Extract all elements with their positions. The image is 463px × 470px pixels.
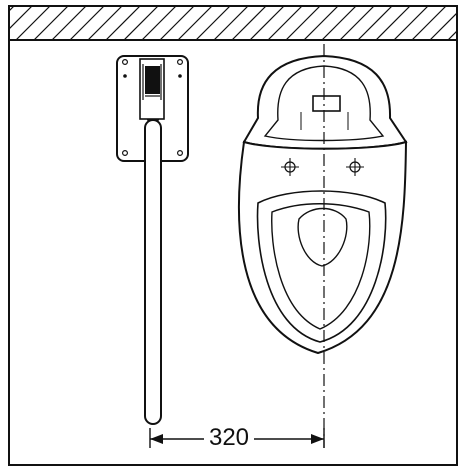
hinge-block (145, 66, 160, 94)
bowl-drain (297, 207, 348, 267)
mount-hole-right (178, 74, 182, 78)
grab-bar (116, 55, 189, 425)
mount-screw-bottom-left (121, 150, 128, 157)
dimension-arrow-right (311, 434, 324, 444)
grab-bar-rail (144, 119, 162, 425)
dimension-line (149, 428, 325, 448)
dimension-arrow-left (150, 434, 163, 444)
mount-screw-bottom-right (177, 150, 184, 157)
wall-frame (8, 5, 458, 466)
wall (8, 5, 458, 466)
fixing-mark-left (281, 158, 299, 176)
fixing-mark-right (346, 158, 364, 176)
mount-screw-top-right (177, 58, 184, 65)
mount-hole-left (123, 74, 127, 78)
flush-button (312, 95, 341, 112)
dimension-label: 320 (204, 424, 254, 452)
toilet (237, 54, 408, 355)
wall-hatching (9, 6, 457, 40)
mount-screw-top-left (121, 58, 128, 65)
